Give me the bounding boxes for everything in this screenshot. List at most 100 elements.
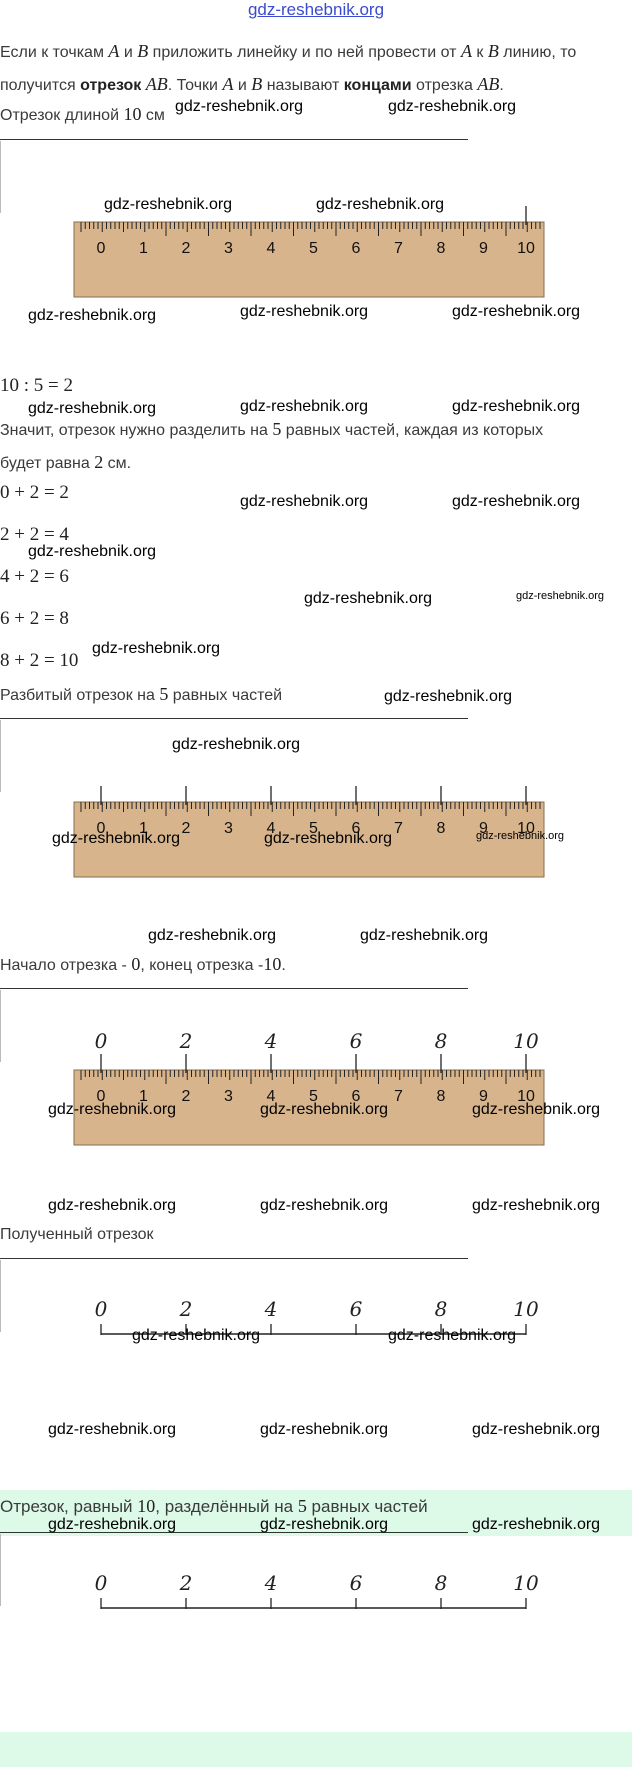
divider-line [0, 1258, 468, 1259]
watermark: gdz-reshebnik.org [48, 1197, 177, 1214]
divider-line [0, 1532, 468, 1533]
watermark: gdz-reshebnik.org [384, 688, 513, 705]
ruler-body [73, 221, 545, 298]
hand-number: 6 [350, 1029, 363, 1053]
ruler-number: 0 [97, 1088, 106, 1105]
hand-number: 6 [350, 1571, 363, 1595]
hand-number: 2 [179, 1571, 193, 1595]
left-bar [0, 1260, 1, 1332]
ruler-number: 7 [394, 240, 403, 257]
ruler-number: 4 [267, 820, 276, 837]
intro-line-2: получится отрезок AB. Точки A и B называ… [0, 74, 504, 94]
watermark: gdz-reshebnik.org [148, 927, 277, 944]
ruler-number: 8 [437, 240, 446, 257]
hand-number: 2 [179, 1297, 193, 1321]
ruler-number: 10 [517, 820, 535, 837]
watermark: gdz-reshebnik.org [28, 400, 157, 417]
watermark: gdz-reshebnik.org [48, 1101, 177, 1118]
equation: 8 + 2 = 10 [0, 650, 79, 671]
watermark: gdz-reshebnik.org [240, 398, 369, 415]
watermark: gdz-reshebnik.org [472, 1197, 601, 1214]
ruler-number: 6 [352, 820, 361, 837]
site-link[interactable]: gdz-reshebnik.org [247, 0, 385, 19]
watermark: gdz-reshebnik.org [28, 543, 157, 560]
watermark: gdz-reshebnik.org [92, 640, 221, 657]
start-end-label: Начало отрезка - 0, конец отрезка -10. [0, 954, 286, 974]
ruler-number: 1 [139, 240, 148, 257]
ruler-number: 9 [479, 1088, 488, 1105]
divider-line [0, 988, 468, 989]
divider-line [0, 718, 468, 719]
ruler-number: 0 [97, 240, 106, 257]
watermark: gdz-reshebnik.org [264, 830, 393, 847]
final-highlight [0, 1490, 632, 1536]
hand-number: 10 [513, 1297, 539, 1321]
segment-final: 0 2 4 6 8 10 [74, 1571, 544, 1614]
final-label: Отрезок, равный 10, разделённый на 5 рав… [0, 1496, 428, 1516]
watermark: gdz-reshebnik.org [240, 493, 369, 510]
ruler-number: 10 [517, 1088, 535, 1105]
ruler-number: 1 [139, 1088, 148, 1105]
explain-line-1: Значит, отрезок нужно разделить на 5 рав… [0, 419, 544, 439]
watermark: gdz-reshebnik.org [260, 1421, 389, 1438]
split-label: Разбитый отрезок на 5 равных частей [0, 684, 283, 704]
hand-number: 4 [264, 1571, 278, 1595]
watermark: gdz-reshebnik.org [452, 398, 581, 415]
division-equation: 10 : 5 = 2 [0, 375, 73, 396]
equation: 6 + 2 = 8 [0, 608, 69, 629]
watermark: gdz-reshebnik.org [472, 1516, 601, 1533]
ruler-number: 4 [267, 240, 276, 257]
watermark: gdz-reshebnik.org [52, 830, 181, 847]
hand-number: 8 [435, 1571, 448, 1595]
watermark: gdz-reshebnik.org [452, 303, 581, 320]
left-bar [0, 990, 1, 1062]
hand-number: 0 [95, 1029, 108, 1053]
bottom-band [0, 1732, 632, 1767]
watermark: gdz-reshebnik.org [360, 927, 489, 944]
watermark: gdz-reshebnik.org [104, 196, 233, 213]
watermark: gdz-reshebnik.org [260, 1197, 389, 1214]
ruler-number: 5 [309, 1088, 318, 1105]
watermark: gdz-reshebnik.org [388, 98, 517, 115]
watermark: gdz-reshebnik.org [516, 590, 605, 602]
hand-number: 6 [350, 1297, 363, 1321]
ruler-number: 7 [394, 1088, 403, 1105]
hand-number: 0 [95, 1297, 108, 1321]
ruler-number: 0 [97, 820, 106, 837]
divider-line [0, 139, 468, 140]
ruler-number: 3 [224, 820, 233, 837]
ruler-body [73, 801, 545, 878]
ruler-number: 3 [224, 240, 233, 257]
watermark: gdz-reshebnik.org [476, 830, 565, 842]
ruler-number: 4 [267, 1088, 276, 1105]
ruler-number: 6 [352, 240, 361, 257]
watermark: gdz-reshebnik.org [48, 1516, 177, 1533]
watermark: gdz-reshebnik.org [452, 493, 581, 510]
hand-number: 10 [513, 1029, 539, 1053]
watermark: gdz-reshebnik.org [172, 736, 301, 753]
watermark: gdz-reshebnik.org [28, 307, 157, 324]
left-bar [0, 720, 1, 792]
hand-number: 10 [513, 1571, 539, 1595]
watermark: gdz-reshebnik.org [260, 1101, 389, 1118]
ruler-number: 8 [437, 1088, 446, 1105]
ruler-number: 6 [352, 1088, 361, 1105]
hand-number: 0 [95, 1571, 108, 1595]
watermark: gdz-reshebnik.org [304, 590, 433, 607]
ruler-number: 2 [182, 240, 191, 257]
result-label: Полученный отрезок [0, 1226, 154, 1243]
watermark: gdz-reshebnik.org [472, 1421, 601, 1438]
left-bar [0, 1534, 1, 1606]
ruler-number: 10 [517, 240, 535, 257]
watermark: gdz-reshebnik.org [132, 1327, 261, 1344]
ruler-number: 3 [224, 1088, 233, 1105]
intro-line-1: Если к точкам A и B приложить линейку и … [0, 41, 577, 61]
ruler-number: 9 [479, 820, 488, 837]
watermark: gdz-reshebnik.org [388, 1327, 517, 1344]
segment-label: Отрезок длиной 10 см [0, 104, 165, 124]
ruler-number: 5 [309, 820, 318, 837]
hand-number: 2 [179, 1029, 193, 1053]
